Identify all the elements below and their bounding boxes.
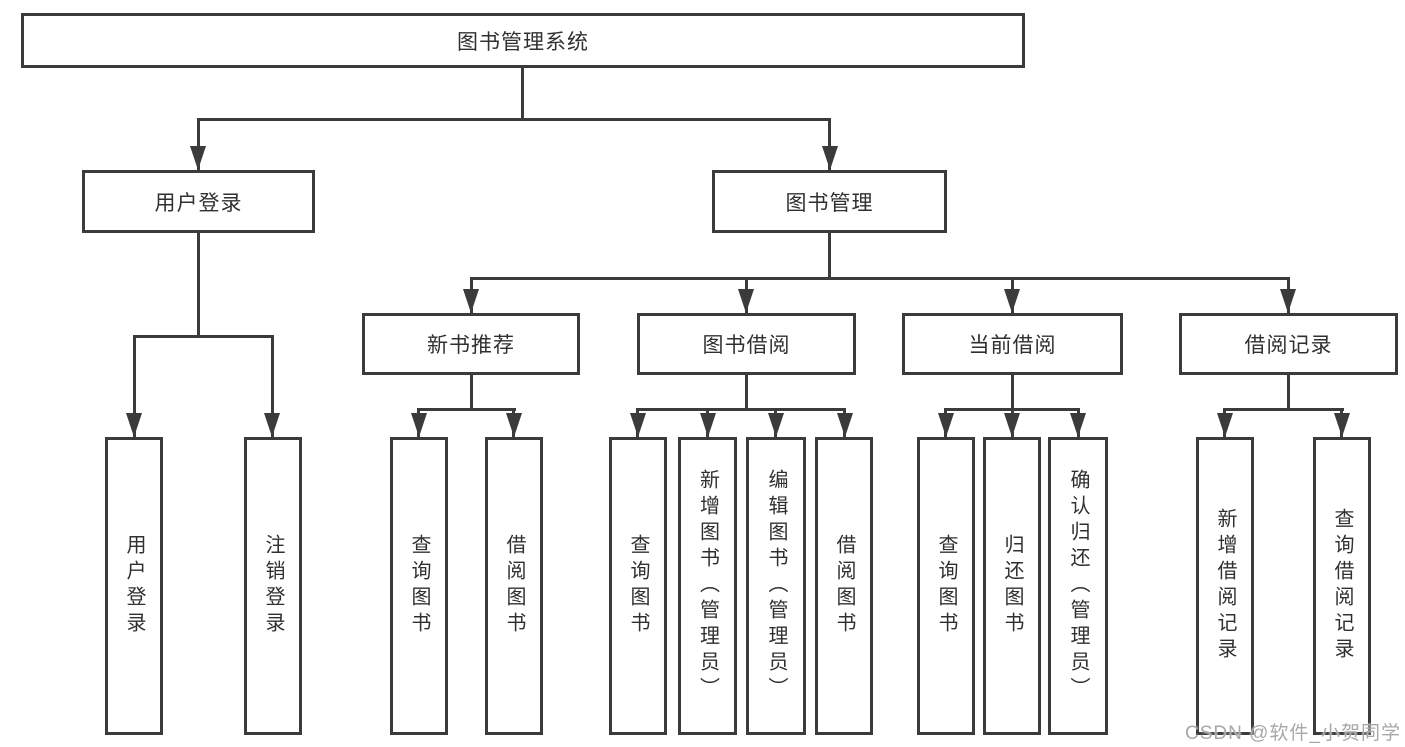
- arrowhead-icon: [837, 413, 853, 437]
- arrowhead-icon: [938, 413, 954, 437]
- arrowhead-icon: [768, 413, 784, 437]
- connector-line: [197, 118, 831, 121]
- node-label: 用户登录: [123, 534, 145, 638]
- arrowhead-icon: [1334, 413, 1350, 437]
- node-borrowing-records: 借阅记录: [1179, 313, 1398, 375]
- watermark: CSDN @软件_小贺同学: [1185, 723, 1401, 744]
- connector-line: [133, 335, 136, 437]
- connector-line: [521, 68, 524, 118]
- node-label: 图书借阅: [702, 334, 791, 357]
- leaf-query-borrow-record: 查询借阅记录: [1313, 437, 1371, 735]
- arrowhead-icon: [1004, 289, 1020, 313]
- connector-line: [828, 232, 831, 277]
- arrowhead-icon: [126, 413, 142, 437]
- arrowhead-icon: [463, 289, 479, 313]
- node-label: 借阅图书: [503, 534, 525, 638]
- node-label: 图书管理系统: [457, 30, 589, 54]
- node-label: 查询图书: [408, 534, 430, 638]
- arrowhead-icon: [700, 413, 716, 437]
- connector-line: [1223, 408, 1344, 411]
- connector-line: [745, 375, 748, 408]
- connector-line: [197, 118, 200, 170]
- node-label: 新书推荐: [427, 334, 515, 357]
- connector-line: [197, 233, 200, 335]
- leaf-add-books-admin: 新增图书（管理员）: [678, 437, 737, 735]
- node-label: 借阅记录: [1244, 334, 1333, 357]
- node-current-borrowing: 当前借阅: [902, 313, 1123, 375]
- node-library-management-system: 图书管理系统: [21, 13, 1025, 68]
- arrowhead-icon: [1217, 413, 1233, 437]
- node-label: 查询图书: [627, 534, 649, 638]
- node-label: 注销登录: [262, 534, 284, 638]
- arrowhead-icon: [630, 413, 646, 437]
- arrowhead-icon: [190, 146, 206, 170]
- node-label: 图书管理: [785, 191, 874, 215]
- node-label: 查询图书: [935, 534, 957, 638]
- leaf-user-login: 用户登录: [105, 437, 163, 735]
- arrowhead-icon: [738, 289, 754, 313]
- arrowhead-icon: [411, 413, 427, 437]
- node-book-borrowing: 图书借阅: [637, 313, 856, 375]
- node-label: 编辑图书（管理员）: [765, 469, 787, 703]
- node-label: 当前借阅: [968, 334, 1057, 357]
- arrowhead-icon: [822, 146, 838, 170]
- connector-line: [828, 118, 831, 170]
- connector-line: [271, 335, 274, 437]
- arrowhead-icon: [264, 413, 280, 437]
- arrowhead-icon: [1280, 289, 1296, 313]
- arrowhead-icon: [506, 413, 522, 437]
- node-label: 用户登录: [154, 191, 243, 215]
- leaf-confirm-return-admin: 确认归还（管理员）: [1048, 437, 1108, 735]
- node-label: 确认归还（管理员）: [1067, 469, 1089, 703]
- node-label: 新增借阅记录: [1214, 508, 1236, 664]
- leaf-query-books-2: 查询图书: [609, 437, 667, 735]
- node-label: 查询借阅记录: [1331, 508, 1353, 664]
- node-label: 归还图书: [1001, 534, 1023, 638]
- node-book-management: 图书管理: [712, 170, 947, 233]
- leaf-query-books-1: 查询图书: [390, 437, 448, 735]
- node-new-book-recommend: 新书推荐: [362, 313, 580, 375]
- connector-line: [470, 375, 473, 408]
- leaf-query-books-3: 查询图书: [917, 437, 975, 735]
- leaf-edit-books-admin: 编辑图书（管理员）: [746, 437, 806, 735]
- connector-line: [417, 408, 516, 411]
- leaf-return-books: 归还图书: [983, 437, 1041, 735]
- connector-line: [1011, 375, 1014, 408]
- connector-line: [636, 408, 846, 411]
- leaf-borrow-books-1: 借阅图书: [485, 437, 543, 735]
- leaf-borrow-books-2: 借阅图书: [815, 437, 873, 735]
- connector-line: [133, 335, 274, 338]
- arrowhead-icon: [1070, 413, 1086, 437]
- connector-line: [1287, 375, 1290, 408]
- leaf-logout: 注销登录: [244, 437, 302, 735]
- node-label: 新增图书（管理员）: [696, 469, 719, 703]
- connector-line: [470, 277, 1290, 280]
- arrowhead-icon: [1004, 413, 1020, 437]
- leaf-add-borrow-record: 新增借阅记录: [1196, 437, 1254, 735]
- node-user-login: 用户登录: [82, 170, 315, 233]
- node-label: 借阅图书: [833, 534, 855, 638]
